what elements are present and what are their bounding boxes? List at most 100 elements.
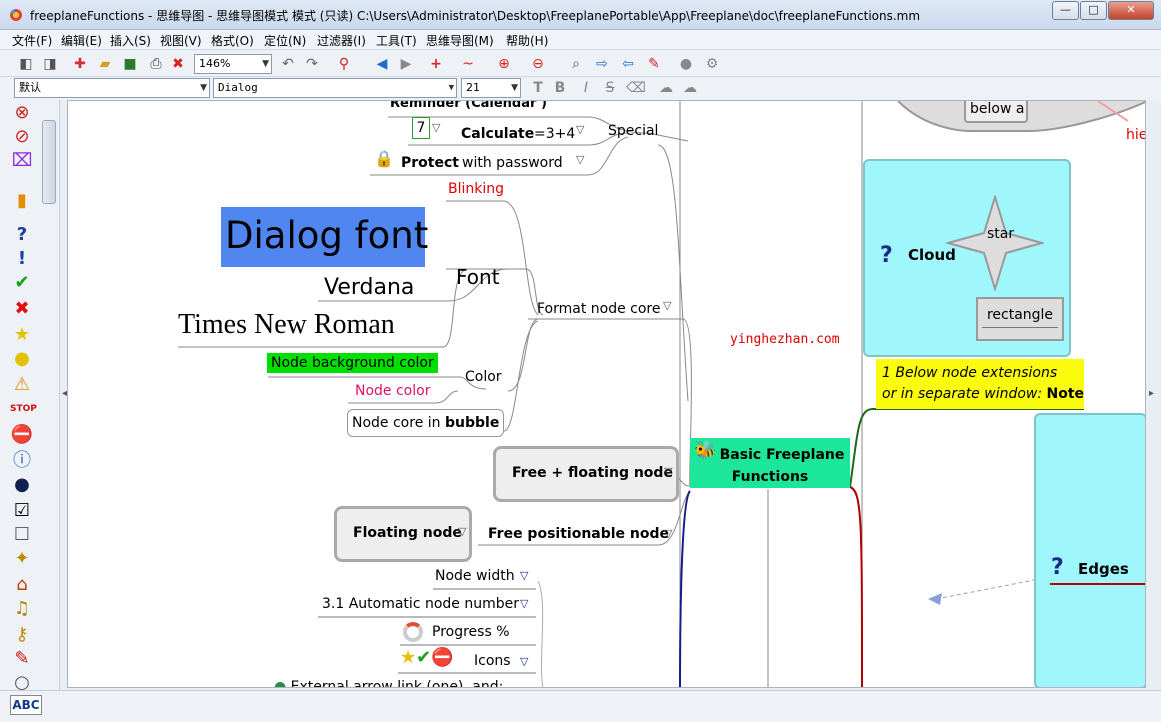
key-icon[interactable]: ⚷ — [15, 624, 29, 645]
back-icon[interactable]: ◧ — [19, 56, 33, 72]
fold-icon[interactable]: ▽ — [664, 465, 673, 478]
free-positionable-node[interactable]: Free positionable node — [488, 526, 670, 542]
fold-icon[interactable]: ▽ — [520, 655, 529, 668]
book-icon[interactable]: ▮ — [17, 190, 27, 211]
question-icon[interactable]: ? — [16, 224, 28, 245]
remove-node-icon[interactable]: ~ — [462, 56, 474, 72]
bubble-node[interactable]: Node core in bubble — [347, 409, 505, 437]
print-icon[interactable]: ⎙ — [150, 56, 162, 72]
minimize-button[interactable]: — — [1052, 1, 1079, 20]
star-node[interactable]: star — [987, 226, 1015, 242]
maximize-button[interactable]: □ — [1080, 1, 1107, 20]
progress-node[interactable]: Progress % — [432, 624, 510, 640]
fold-icon[interactable]: ▽ — [458, 525, 467, 538]
undo-icon[interactable]: ↶ — [282, 56, 294, 72]
right-arrow-icon[interactable]: ▶ — [400, 56, 412, 72]
hie-node[interactable]: hie — [1126, 127, 1146, 143]
menu-filter[interactable]: 过滤器(I) — [317, 34, 366, 48]
magnifier-icon[interactable]: ⌕ — [572, 56, 580, 72]
below-a-node[interactable]: below a — [964, 101, 1028, 123]
floating-node[interactable]: Floating node — [334, 506, 472, 562]
circle-icon[interactable]: ○ — [14, 672, 30, 693]
import-icon[interactable]: ⇦ — [622, 56, 634, 72]
node-color-node[interactable]: Node color — [355, 383, 431, 399]
blinking-node[interactable]: Blinking — [448, 181, 505, 197]
background-color-node[interactable]: Node background color — [267, 353, 438, 373]
left-collapse-icon[interactable]: ◂ — [62, 388, 68, 399]
star-icon[interactable]: ★ — [13, 324, 31, 345]
fold-icon[interactable]: ▽ — [664, 527, 673, 540]
eraser-icon[interactable]: ⌫ — [626, 80, 646, 96]
font-size-select[interactable]: 21 ▼ — [461, 78, 521, 98]
zoom-select[interactable]: 146% ▼ — [194, 54, 272, 74]
bomb-icon[interactable]: ● — [14, 474, 30, 495]
checkmark-icon[interactable]: ✔ — [14, 272, 30, 293]
icons-node[interactable]: Icons — [474, 653, 511, 669]
sidebar-scrollbar[interactable] — [42, 120, 56, 204]
dialog-font-node[interactable]: Dialog font — [221, 207, 428, 267]
fold-icon[interactable]: ▽ — [520, 597, 529, 610]
attach-icon[interactable]: ✎ — [648, 56, 660, 72]
stop-icon[interactable]: STOP — [10, 404, 37, 414]
redo-icon[interactable]: ↷ — [306, 56, 318, 72]
font-node[interactable]: Font — [456, 265, 500, 289]
cloud-color-icon[interactable]: ☁ — [683, 80, 697, 96]
text-size-icon[interactable]: T — [533, 80, 543, 96]
format-core-node[interactable]: Format node core — [537, 301, 661, 317]
auto-number-node[interactable]: 3.1 Automatic node number — [322, 596, 519, 612]
settings-icon[interactable]: ⚙ — [705, 56, 719, 72]
export-icon[interactable]: ⇨ — [596, 56, 608, 72]
menu-view[interactable]: 视图(V) — [160, 34, 202, 48]
menu-insert[interactable]: 插入(S) — [110, 34, 151, 48]
new-map-icon[interactable]: ✚ — [74, 56, 86, 72]
checkbox-checked-icon[interactable]: ☑ — [13, 500, 31, 521]
warning-icon[interactable]: ⚠ — [13, 374, 31, 395]
cloud-icon[interactable]: ☁ — [659, 80, 673, 96]
remove-node-circle-icon[interactable]: ⊖ — [532, 56, 544, 72]
checkbox-empty-icon[interactable]: ☐ — [13, 524, 31, 545]
fold-icon[interactable]: ▽ — [576, 123, 585, 136]
rectangle-node[interactable]: rectangle — [976, 297, 1064, 341]
menu-edit[interactable]: 编辑(E) — [61, 34, 102, 48]
fold-icon[interactable]: ▽ — [576, 153, 585, 166]
calculate-node[interactable]: Calculate — [461, 126, 535, 142]
special-node[interactable]: Special — [608, 123, 659, 139]
menu-tools[interactable]: 工具(T) — [376, 34, 417, 48]
free-floating-node[interactable]: Free + floating node — [493, 446, 679, 502]
bold-button[interactable]: B — [554, 80, 566, 96]
style-select[interactable]: 默认 ▼ — [14, 78, 210, 98]
cloud-node[interactable]: Cloud — [908, 246, 956, 264]
magic-wand-icon[interactable]: ✦ — [14, 548, 30, 569]
menu-mindmap[interactable]: 思维导图(M) — [426, 34, 494, 48]
reminder-node[interactable]: Reminder (Calendar ) — [390, 100, 547, 111]
verdana-node[interactable]: Verdana — [324, 275, 415, 300]
cross-icon[interactable]: ✖ — [14, 298, 30, 319]
info-icon[interactable]: ⓘ — [13, 450, 31, 471]
edges-node[interactable]: Edges — [1078, 560, 1129, 578]
right-collapse-icon[interactable]: ▸ — [1149, 388, 1155, 399]
font-select[interactable]: Dialog ▼ — [213, 78, 457, 98]
strikethrough-button[interactable]: S — [605, 80, 615, 96]
root-node[interactable]: 🐝 Basic Freeplane Functions — [690, 438, 850, 488]
close-map-icon[interactable]: ✖ — [172, 56, 184, 72]
idea-icon[interactable]: ● — [14, 348, 30, 369]
save-icon[interactable]: ■ — [123, 56, 137, 72]
external-arrow-node[interactable]: ● External arrow link (one), and: — [274, 679, 503, 687]
fold-icon[interactable]: ▽ — [663, 299, 672, 312]
exclamation-icon[interactable]: ! — [17, 248, 27, 269]
times-node[interactable]: Times New Roman — [178, 309, 395, 340]
lightbulb-icon[interactable]: ● — [679, 56, 693, 72]
remove-first-icon-icon[interactable]: ⊗ — [14, 102, 30, 123]
add-node-circle-icon[interactable]: ⊕ — [498, 56, 510, 72]
left-arrow-icon[interactable]: ◀ — [376, 56, 388, 72]
menu-navigate[interactable]: 定位(N) — [264, 34, 307, 48]
pencil-icon[interactable]: ✎ — [14, 648, 30, 669]
menu-file[interactable]: 文件(F) — [12, 34, 53, 48]
music-icon[interactable]: ♫ — [13, 598, 31, 619]
fold-icon[interactable]: ▽ — [520, 569, 529, 582]
menu-format[interactable]: 格式(O) — [211, 34, 254, 48]
spellcheck-button[interactable]: ABC — [10, 695, 42, 715]
home-icon[interactable]: ⌂ — [16, 574, 28, 595]
close-button[interactable]: ✕ — [1108, 1, 1154, 20]
fold-icon[interactable]: ▽ — [432, 121, 441, 134]
